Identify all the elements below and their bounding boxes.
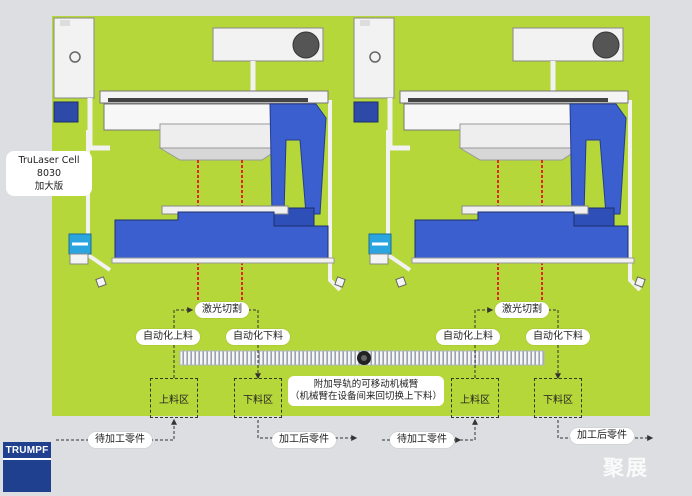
left-load-zone-label: 上料区 bbox=[159, 394, 189, 406]
machine-model-variant: 加大版 bbox=[34, 181, 64, 192]
right-laser-cut-label: 激光切割 bbox=[495, 302, 549, 318]
robot-rail-note: 附加导轨的可移动机械臂 （机械臂在设备间来回切换上下料） bbox=[288, 376, 444, 406]
robot-rail-note-detail: （机械臂在设备间来回切换上下料） bbox=[290, 391, 443, 402]
left-load-zone: 上料区 bbox=[150, 378, 198, 418]
right-load-zone: 上料区 bbox=[451, 378, 499, 418]
right-auto-load-label: 自动化上料 bbox=[436, 329, 500, 345]
watermark: 聚展 bbox=[603, 456, 649, 480]
left-unload-zone-label: 下料区 bbox=[243, 394, 273, 406]
right-auto-unload-label: 自动化下料 bbox=[526, 329, 590, 345]
left-laser-cut-label: 激光切割 bbox=[195, 302, 249, 318]
left-raw-parts-label: 待加工零件 bbox=[88, 432, 152, 448]
right-load-zone-label: 上料区 bbox=[460, 394, 490, 406]
right-unload-zone-label: 下料区 bbox=[543, 394, 573, 406]
left-machine bbox=[53, 17, 346, 300]
left-finished-parts-label: 加工后零件 bbox=[272, 432, 336, 448]
robot-carriage-icon bbox=[357, 351, 371, 365]
left-auto-unload-label: 自动化下料 bbox=[226, 329, 290, 345]
machine-model-label: TruLaser Cell 8030 加大版 bbox=[6, 151, 92, 196]
right-machine bbox=[353, 17, 646, 300]
trumpf-logo-text: TRUMPF bbox=[3, 445, 51, 456]
robot-rail-note-title: 附加导轨的可移动机械臂 bbox=[313, 379, 419, 390]
left-auto-load-label: 自动化上料 bbox=[136, 329, 200, 345]
right-raw-parts-label: 待加工零件 bbox=[390, 432, 454, 448]
trumpf-logo: TRUMPF bbox=[3, 442, 51, 492]
left-unload-zone: 下料区 bbox=[234, 378, 282, 418]
right-finished-parts-label: 加工后零件 bbox=[570, 428, 634, 444]
machine-model-name: TruLaser Cell 8030 bbox=[18, 155, 80, 179]
trumpf-logo-band bbox=[3, 458, 51, 492]
right-unload-zone: 下料区 bbox=[534, 378, 582, 418]
